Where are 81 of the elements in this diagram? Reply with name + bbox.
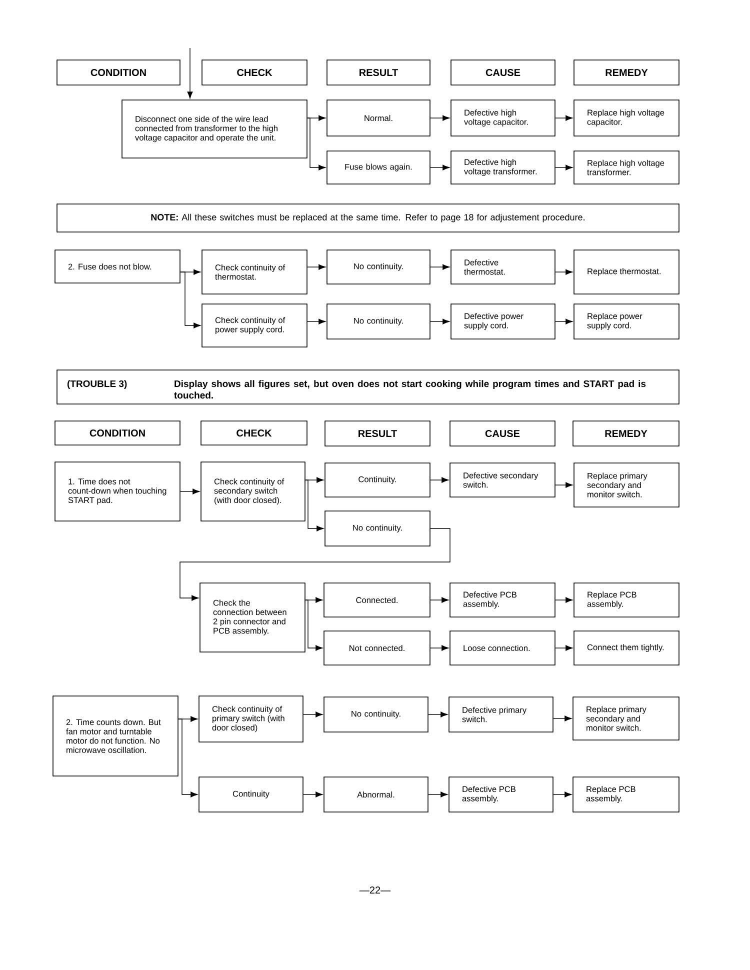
flowchart-box: Check continuity of secondary switch (with door closed).	[200, 462, 306, 522]
flowchart-box: Replace high voltage transformer.	[574, 150, 680, 184]
arrow	[305, 480, 324, 532]
note-box: NOTE: All these switches must be replaced at the same time. Refer to page 18 for adjustement procedure.	[56, 204, 680, 232]
flowchart-box: 2. Time counts down. But fan motor and turntable motor do not function. No microwave oscillation.	[52, 696, 178, 776]
column-header: CHECK	[200, 420, 308, 446]
arrow	[307, 264, 326, 270]
arrow	[430, 318, 450, 324]
arrow	[187, 48, 193, 99]
column-header: RESULT	[324, 420, 430, 446]
arrow	[428, 712, 448, 718]
flowchart-box: Connected.	[324, 582, 430, 618]
flowchart-box: Defective high voltage transformer.	[450, 150, 556, 184]
arrow	[430, 477, 448, 483]
flowchart-box: Connect them tightly.	[574, 630, 680, 666]
flowchart-box: Continuity	[198, 776, 304, 812]
column-header: CAUSE	[450, 420, 556, 446]
flowchart-box: Check continuity of primary switch (with door closed)	[198, 696, 304, 742]
column-header: REMEDY	[574, 60, 680, 86]
column-header: CONDITION	[54, 420, 180, 446]
flowchart-box: Loose connection.	[450, 630, 556, 666]
flowchart-box: Defective PCB assembly.	[448, 776, 554, 812]
arrow	[555, 269, 572, 275]
arrow	[430, 164, 450, 170]
arrow	[307, 118, 326, 170]
arrow	[555, 597, 572, 603]
flowchart-box: Fuse blows again.	[326, 150, 430, 184]
flowchart-box: 1. Time does not count-down when touching START pad.	[54, 462, 180, 522]
arrow	[555, 482, 572, 488]
arrow	[428, 792, 448, 798]
flowchart-box: Defective high voltage capacitor.	[450, 100, 556, 136]
column-header: CAUSE	[450, 60, 556, 86]
flowchart-box: No continuity.	[324, 510, 430, 546]
arrow	[553, 716, 572, 722]
flowchart-box: Replace PCB assembly.	[572, 776, 680, 812]
arrow	[303, 712, 322, 718]
flowchart-box: Defective primary switch.	[448, 696, 554, 732]
flowchart-box: Defective thermostat.	[450, 250, 556, 284]
page-number: —22—	[359, 886, 391, 894]
trouble-box: (TROUBLE 3) Display shows all figures set, but oven does not start cooking while program times and START pad is touched.	[56, 370, 680, 404]
flowchart-box: No continuity.	[326, 250, 430, 284]
flowchart-box: Abnormal.	[324, 776, 428, 812]
flowchart-box: Defective PCB assembly.	[450, 582, 556, 618]
flowchart-box: Check the connection between 2 pin connector and PCB assembly.	[200, 582, 306, 652]
column-header: CHECK	[202, 60, 308, 86]
flowchart-box: Disconnect one side of the wire lead connected from transformer to the high voltage capacitor and operate the unit.	[122, 100, 308, 158]
arrow	[180, 528, 450, 601]
flowchart-box: Replace power supply cord.	[574, 304, 680, 340]
flowchart-box: Check continuity of thermostat.	[202, 250, 308, 294]
arrow	[180, 272, 200, 328]
flowchart-box: Defective power supply cord.	[450, 304, 556, 340]
arrow	[430, 645, 448, 651]
flowchart-box: Replace high voltage capacitor.	[574, 100, 680, 136]
flowchart-box: Check continuity of power supply cord.	[202, 304, 308, 348]
arrow	[178, 718, 198, 798]
flowchart-box: Continuity.	[324, 462, 430, 498]
column-header: RESULT	[326, 60, 430, 86]
flowchart-box: Normal.	[326, 100, 430, 136]
arrow	[305, 600, 322, 651]
arrow	[555, 318, 572, 324]
flowchart-box: Defective secondary switch.	[450, 462, 556, 498]
flowchart-box: No continuity.	[324, 696, 428, 732]
flowchart-box: Replace primary secondary and monitor switch.	[572, 696, 680, 740]
column-header: CONDITION	[56, 60, 180, 86]
flowchart-box: Replace PCB assembly.	[574, 582, 680, 618]
arrow	[430, 115, 450, 121]
flowchart-box: No continuity.	[326, 304, 430, 340]
arrow	[553, 792, 572, 798]
arrow	[303, 792, 322, 798]
arrow	[555, 164, 572, 170]
arrow	[180, 488, 200, 494]
arrow	[307, 318, 326, 324]
flowchart-box: Not connected.	[324, 630, 430, 666]
column-header: REMEDY	[572, 420, 680, 446]
flowchart-box: Replace primary secondary and monitor switch.	[574, 462, 680, 508]
arrow	[555, 645, 572, 651]
flowchart-box: 2. Fuse does not blow.	[54, 250, 180, 284]
flowchart-box: Replace thermostat.	[574, 250, 680, 294]
arrow	[430, 264, 450, 270]
arrow	[555, 115, 572, 121]
arrow	[430, 597, 448, 603]
